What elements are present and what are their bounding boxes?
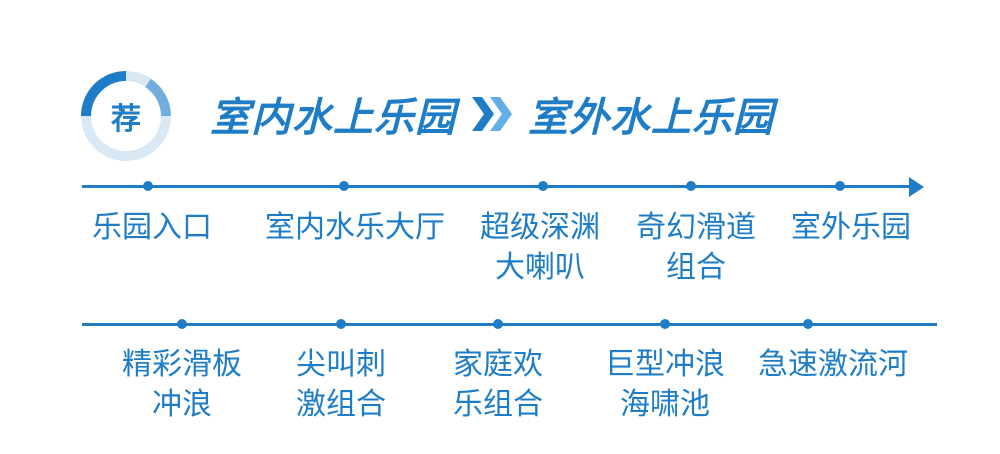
timeline2-stop-label: 尖叫刺激组合 — [296, 345, 386, 425]
stop-label-line1: 室外乐园 — [791, 210, 911, 245]
route-from: 室内水上乐园 — [210, 95, 456, 141]
stop-label-line2: 组合 — [666, 250, 726, 285]
timeline1-stop-dot — [339, 181, 349, 191]
stop-label-line1: 乐园入口 — [92, 210, 212, 245]
route-title: 室内水上乐园 室外水上乐园 — [210, 84, 774, 144]
stop-label-line1: 巨型冲浪 — [605, 347, 725, 382]
timeline1-stop-label: 超级深渊大喇叭 — [480, 208, 600, 288]
double-chevron-right-icon — [472, 97, 514, 131]
timeline1-stop-label: 室内水乐大厅 — [265, 208, 445, 248]
recommend-badge: 荐 — [80, 70, 172, 162]
stop-label-line1: 尖叫刺 — [296, 347, 386, 382]
stop-label-line2: 海啸池 — [620, 387, 710, 422]
timeline2-axis — [82, 323, 937, 326]
timeline2-stop-label: 急速激流河 — [758, 345, 908, 385]
stop-label-line1: 急速激流河 — [758, 347, 908, 382]
timeline1-stop-label: 室外乐园 — [791, 208, 911, 248]
badge-ring-icon — [81, 71, 171, 161]
timeline2-stop-dot — [803, 319, 813, 329]
stop-label-line2: 激组合 — [296, 387, 386, 422]
timeline2-stop-label: 精彩滑板冲浪 — [122, 345, 242, 425]
timeline1-stop-dot — [686, 181, 696, 191]
stop-label-line2: 乐组合 — [453, 387, 543, 422]
timeline2-stop-label: 家庭欢乐组合 — [453, 345, 543, 425]
stop-label-line1: 精彩滑板 — [122, 347, 242, 382]
timeline1-stop-dot — [835, 181, 845, 191]
stop-label-line2: 冲浪 — [152, 387, 212, 422]
timeline1-stop-dot — [538, 181, 548, 191]
timeline2-stop-label: 巨型冲浪海啸池 — [605, 345, 725, 425]
stop-label-line1: 家庭欢 — [453, 347, 543, 382]
timeline2-stop-dot — [660, 319, 670, 329]
stop-label-line1: 奇幻滑道 — [636, 210, 756, 245]
stop-label-line2: 大喇叭 — [495, 250, 585, 285]
stop-label-line1: 室内水乐大厅 — [265, 210, 445, 245]
timeline2-stop-dot — [177, 319, 187, 329]
route-to: 室外水上乐园 — [528, 95, 774, 141]
timeline2-stop-dot — [336, 319, 346, 329]
stop-label-line1: 超级深渊 — [480, 210, 600, 245]
timeline2-stop-dot — [493, 319, 503, 329]
timeline1-stop-label: 乐园入口 — [92, 208, 212, 248]
timeline1-arrow-icon — [909, 177, 924, 197]
badge-char: 荐 — [97, 87, 155, 145]
timeline1-stop-label: 奇幻滑道组合 — [636, 208, 756, 288]
timeline1-stop-dot — [143, 181, 153, 191]
timeline1-axis — [82, 185, 912, 188]
